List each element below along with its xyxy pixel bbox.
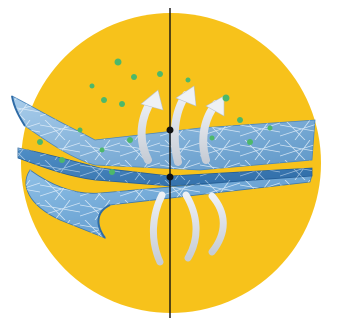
moisture-droplet-icon: [109, 169, 115, 175]
moisture-droplet-icon: [268, 126, 273, 131]
moisture-droplet-icon: [90, 84, 95, 89]
marker-dot-icon: [167, 127, 174, 134]
moisture-droplet-icon: [186, 78, 191, 83]
moisture-droplet-icon: [37, 139, 43, 145]
moisture-droplet-icon: [247, 139, 253, 145]
moisture-droplet-icon: [59, 157, 65, 163]
moisture-droplet-icon: [237, 117, 243, 123]
moisture-droplet-icon: [101, 97, 107, 103]
moisture-droplet-icon: [157, 71, 163, 77]
moisture-droplet-icon: [131, 74, 137, 80]
moisture-droplet-icon: [115, 59, 122, 66]
moisture-droplet-icon: [210, 136, 215, 141]
moisture-droplet-icon: [100, 148, 105, 153]
moisture-droplet-icon: [223, 95, 230, 102]
moisture-droplet-icon: [127, 137, 133, 143]
moisture-droplet-icon: [119, 101, 125, 107]
moisture-droplet-icon: [78, 128, 83, 133]
marker-dot-icon: [167, 174, 174, 181]
